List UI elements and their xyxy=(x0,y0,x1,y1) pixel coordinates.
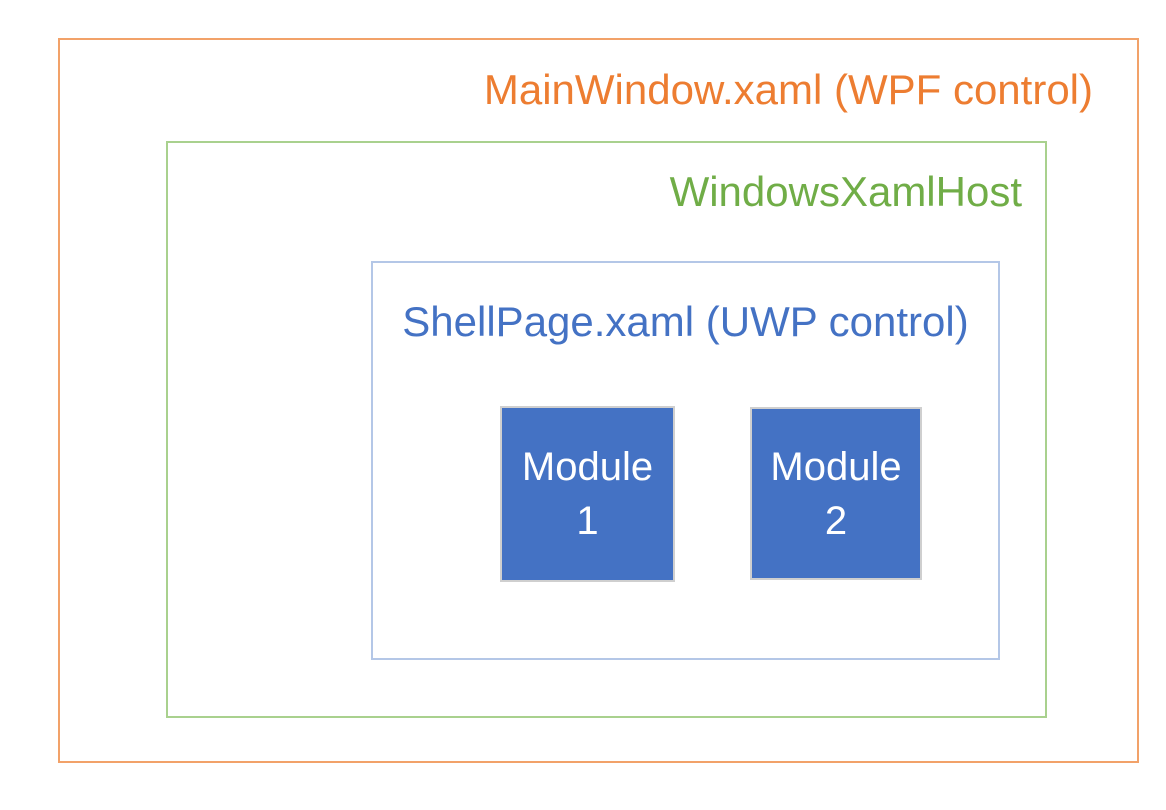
shellpage-uwp-label: ShellPage.xaml (UWP control) xyxy=(402,298,969,345)
module-1-label-line2: 1 xyxy=(576,499,599,543)
windows-xaml-host-box xyxy=(166,141,1047,718)
module-2-box: Module 2 xyxy=(750,407,922,580)
mainwindow-wpf-label: MainWindow.xaml (WPF control) xyxy=(483,66,1093,113)
shellpage-uwp-box xyxy=(371,261,1000,660)
module-2-label-line1: Module xyxy=(770,444,902,489)
module-2-label-line2: 2 xyxy=(824,498,848,543)
windows-xaml-host-label: WindowsXamlHost xyxy=(669,168,1022,215)
module-1-box: Module 1 xyxy=(500,406,675,582)
mainwindow-wpf-box xyxy=(58,38,1139,763)
module-1-label-line1: Module xyxy=(521,445,654,489)
